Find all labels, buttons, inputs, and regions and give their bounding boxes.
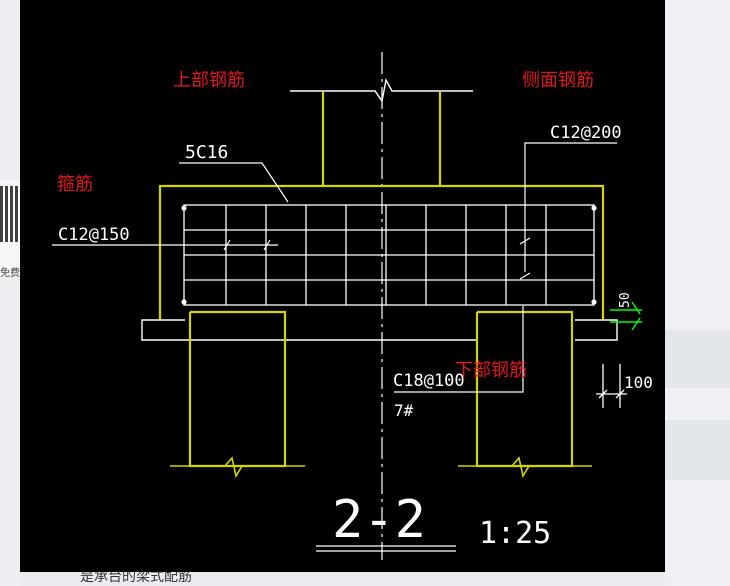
corner-bars <box>181 205 597 305</box>
break-line-pile-right <box>458 456 592 479</box>
scale-label: 1:25 <box>479 516 551 551</box>
break-line-top <box>290 77 473 103</box>
side-bars-label: C12@200 <box>550 123 622 143</box>
column-above <box>321 92 442 186</box>
side-band <box>665 330 730 388</box>
side-band <box>665 420 730 480</box>
leader-top-bars <box>179 162 289 203</box>
top-rebar-annotation: 上部钢筋 <box>173 70 245 91</box>
cad-drawing: 5C16 C12@200 C12@150 C18@100 7# 50 100 2… <box>20 0 665 572</box>
qr-card[interactable]: 免费 初视 <box>0 180 20 279</box>
rebar-cage <box>183 204 595 306</box>
bottom-count-label: 7# <box>394 401 414 420</box>
bottom-rebar-annotation: 下部钢筋 <box>455 360 527 381</box>
cushion-left <box>141 319 185 341</box>
dimension-100 <box>596 364 627 408</box>
side-rebar-annotation: 侧面钢筋 <box>522 70 594 91</box>
stirrups-label: C12@150 <box>58 225 130 245</box>
cushion-right <box>575 319 618 341</box>
break-line-pile-left <box>170 456 305 479</box>
image-caption: 是承台的梁式配筋 <box>80 569 192 585</box>
bottom-bars-label: C18@100 <box>393 371 465 391</box>
qr-code <box>0 186 20 242</box>
pile-right <box>475 310 574 468</box>
section-title: 2-2 <box>332 490 426 550</box>
pile-cap-outline <box>158 184 605 320</box>
stirrup-ticks <box>223 239 271 251</box>
qr-caption-1: 免费 <box>0 268 20 279</box>
left-side-panel <box>0 0 20 586</box>
section-drawing-svg: 5C16 C12@200 C12@150 C18@100 7# 50 100 2… <box>52 52 653 560</box>
leader-side-bars <box>524 142 617 272</box>
stirrup-annotation: 箍筋 <box>57 174 93 195</box>
side-bar-ticks <box>519 237 531 280</box>
leader-bottom-bars <box>394 306 524 393</box>
pile-left <box>188 310 287 468</box>
right-side-panel <box>665 0 730 586</box>
dimension-50-label: 50 <box>618 292 633 308</box>
top-bars-label: 5C16 <box>185 142 228 163</box>
dimension-50 <box>610 301 642 331</box>
dimension-100-label: 100 <box>624 373 653 392</box>
